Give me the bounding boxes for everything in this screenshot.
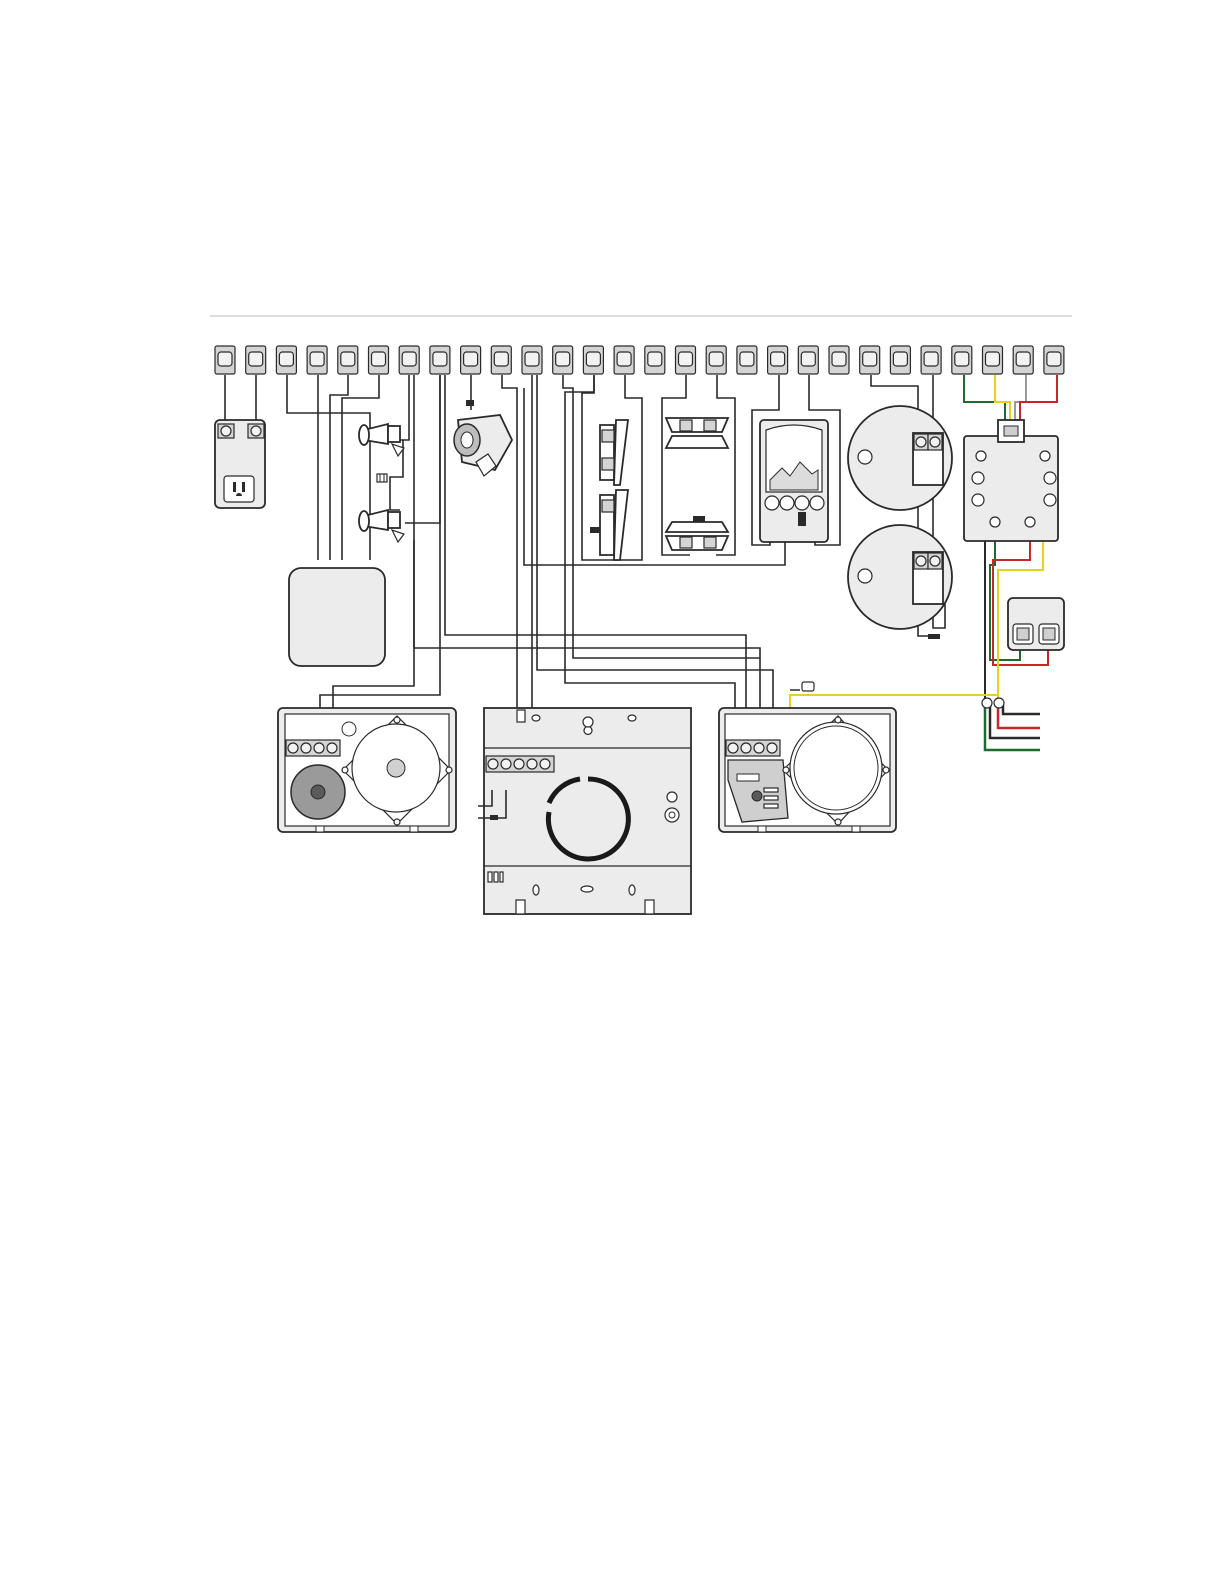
window-contacts: [666, 418, 728, 550]
terminal-16: [676, 346, 696, 374]
terminal-15: [645, 346, 665, 374]
pir-motion-detector: [760, 420, 828, 542]
phone-jack: [1008, 598, 1064, 650]
terminal-12: [553, 346, 573, 374]
terminal-24: [921, 346, 941, 374]
magnetic-door-contacts: [590, 420, 628, 560]
terminal-28: [1044, 346, 1064, 374]
smoke-detector: [848, 406, 952, 510]
terminal-8: [430, 346, 450, 374]
battery: [289, 568, 385, 666]
terminal-17: [706, 346, 726, 374]
remote-keypad-with-speaker: [719, 708, 896, 832]
indoor-siren: [454, 400, 512, 476]
resistor-icon: [377, 474, 387, 482]
terminal-9: [461, 346, 481, 374]
terminal-strip: [215, 346, 1064, 374]
terminal-20: [798, 346, 818, 374]
terminal-26: [983, 346, 1003, 374]
terminal-13: [583, 346, 603, 374]
wire-connector-icon: [802, 682, 814, 691]
piezo-horn-sounder: [359, 424, 404, 456]
terminal-2: [246, 346, 266, 374]
terminal-27: [1013, 346, 1033, 374]
terminal-5: [338, 346, 358, 374]
keypad: [278, 708, 456, 832]
terminal-1: [215, 346, 235, 374]
terminal-19: [768, 346, 788, 374]
terminal-14: [614, 346, 634, 374]
plug-in-transformer: [215, 420, 265, 508]
terminal-25: [952, 346, 972, 374]
terminal-18: [737, 346, 757, 374]
terminal-6: [369, 346, 389, 374]
terminal-21: [829, 346, 849, 374]
telephone-line-jack: [964, 420, 1058, 541]
terminal-23: [890, 346, 910, 374]
phone-line-connector: [982, 698, 1004, 708]
terminal-22: [860, 346, 880, 374]
rf-receiver: [478, 708, 691, 914]
terminal-10: [491, 346, 511, 374]
terminal-3: [276, 346, 296, 374]
smoke-detector: [848, 525, 952, 639]
terminal-11: [522, 346, 542, 374]
terminal-4: [307, 346, 327, 374]
terminal-7: [399, 346, 419, 374]
piezo-horn-sounder: [359, 510, 404, 542]
